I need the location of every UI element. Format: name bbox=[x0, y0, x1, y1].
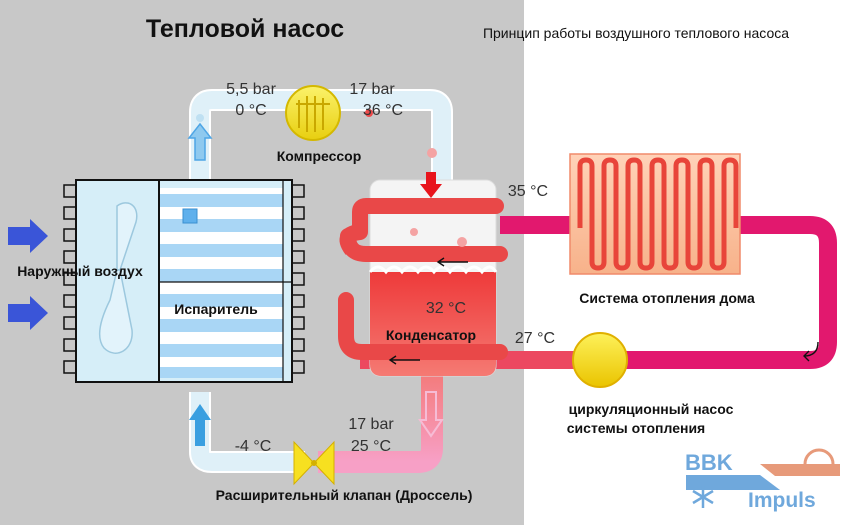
heating-system-label: Система отопления дома bbox=[579, 290, 755, 306]
page-title: Тепловой насос bbox=[146, 15, 344, 43]
reading-temp-condenser: 32 °C bbox=[426, 300, 466, 317]
fan-blade-bottom bbox=[98, 269, 133, 354]
heating-loop-pipe bbox=[500, 216, 837, 369]
liquid-line-to-valve bbox=[318, 372, 443, 473]
logo-text-bbk: BBK bbox=[685, 450, 733, 475]
compressor-ribs bbox=[296, 96, 330, 132]
air-intake-arrow-bottom bbox=[8, 296, 48, 330]
condenser-liquid-surface bbox=[368, 265, 498, 275]
reading-pressure-high-bottom: 17 bar bbox=[348, 416, 394, 433]
circulation-pump-label-line1: циркуляционный насос bbox=[569, 401, 734, 417]
heating-loop-arrow-head bbox=[803, 350, 810, 362]
logo-orange-bar bbox=[760, 464, 840, 476]
bubble-condenser-2 bbox=[457, 237, 467, 247]
radiator-coil bbox=[577, 157, 739, 271]
expansion-valve-axis bbox=[311, 460, 317, 466]
flow-arrow-discharge bbox=[420, 172, 442, 198]
evaporator-label: Испаритель bbox=[174, 301, 258, 317]
reading-temp-after-compressor: 36 °C bbox=[363, 102, 403, 119]
outdoor-air-label: Наружный воздух bbox=[17, 263, 143, 279]
evaporator-refrigerant-droplet bbox=[182, 208, 198, 224]
logo-blue-bar bbox=[686, 475, 780, 490]
bbk-impuls-logo bbox=[686, 448, 840, 508]
circulation-pump bbox=[572, 332, 628, 388]
reading-temp-heating-supply: 35 °C bbox=[508, 183, 548, 200]
reading-temp-after-valve: -4 °C bbox=[235, 438, 272, 455]
reading-temp-heating-return: 27 °C bbox=[515, 330, 555, 347]
reading-pressure-low: 5,5 bar bbox=[226, 81, 276, 98]
expansion-valve-label: Расширительный клапан (Дроссель) bbox=[216, 487, 473, 503]
reading-temp-before-valve: 25 °C bbox=[351, 438, 391, 455]
compressor-label: Компрессор bbox=[277, 148, 362, 164]
reading-temp-before-compressor: 0 °C bbox=[235, 102, 266, 119]
bubble-cold bbox=[196, 114, 204, 122]
evaporator-stripes bbox=[159, 194, 283, 378]
return-pipe-bottom-inner bbox=[191, 392, 305, 471]
expansion-valve-right bbox=[313, 440, 335, 486]
condenser-flow-arrow-bottom bbox=[388, 355, 420, 365]
flow-arrow-liquid bbox=[418, 391, 444, 438]
flow-arrow-suction bbox=[187, 122, 213, 161]
bubble-hot bbox=[365, 109, 373, 117]
page-subtitle: Принцип работы воздушного теплового насо… bbox=[483, 25, 789, 41]
heating-loop-arrow-curve bbox=[803, 341, 819, 357]
logo-snowflake-icon bbox=[692, 486, 714, 508]
condenser-label: Конденсатор bbox=[386, 327, 476, 343]
evaporator-fins-right bbox=[291, 184, 305, 374]
flow-arrow-return bbox=[189, 404, 211, 446]
logo-sun-icon bbox=[803, 448, 835, 465]
air-intake-arrow-top bbox=[8, 219, 48, 253]
reading-pressure-high-top: 17 bar bbox=[349, 81, 395, 98]
fan-blade-top bbox=[116, 202, 138, 271]
bubble-discharge bbox=[427, 148, 437, 158]
condenser-coil-bend bbox=[339, 224, 362, 255]
condenser-flow-arrow-top bbox=[436, 257, 468, 267]
evaporator-fins-left bbox=[63, 184, 77, 374]
logo-text-impuls: Impuls bbox=[748, 489, 816, 512]
condenser-liquid bbox=[370, 272, 496, 376]
bubble-condenser-1 bbox=[410, 228, 418, 236]
circulation-pump-label-line2: системы отопления bbox=[567, 420, 705, 436]
compressor bbox=[285, 85, 341, 141]
expansion-valve-left bbox=[293, 440, 315, 486]
